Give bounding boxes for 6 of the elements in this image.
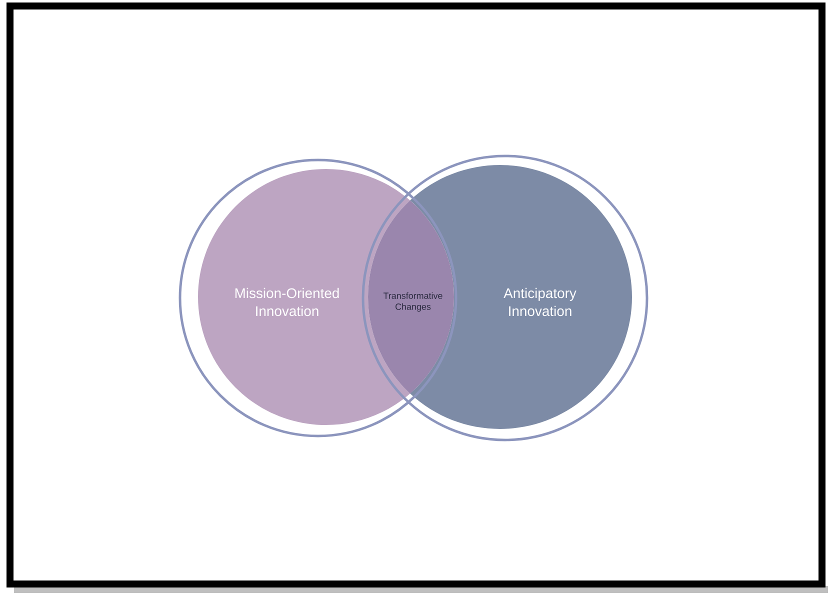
circle-outline: [178, 158, 458, 438]
circle-label: Transformative Changes: [383, 292, 442, 312]
circle-label: Anticipatory Innovation: [504, 288, 576, 316]
circle-outline: [362, 154, 648, 442]
circle-label: Mission-Oriented Innovation: [235, 288, 339, 316]
overlap-area: [368, 200, 454, 394]
